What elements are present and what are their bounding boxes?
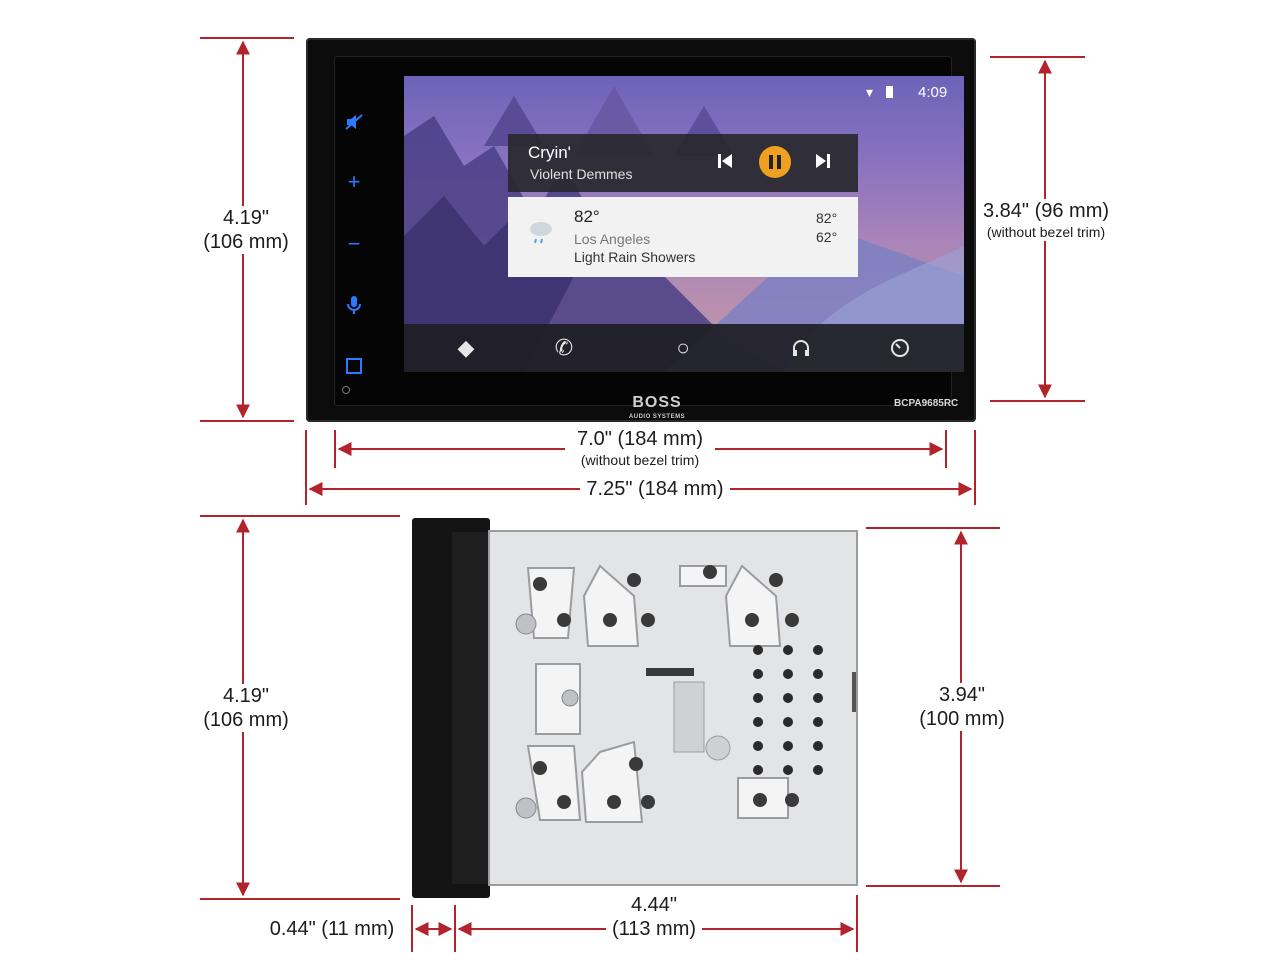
weather-card[interactable]: 82° Los Angeles Light Rain Showers 82° 6…: [508, 197, 858, 277]
brand-logo: BOSS AUDIO SYSTEMS: [612, 394, 702, 424]
mute-icon[interactable]: [342, 112, 366, 136]
screen-width-value: 7.0" (184 mm): [576, 428, 704, 450]
rain-cloud-icon: [526, 217, 556, 252]
side-chassis: [488, 530, 858, 886]
weather-temp: 82°: [574, 207, 600, 226]
home-circle-icon[interactable]: ○: [676, 335, 690, 360]
pause-icon: [769, 155, 773, 169]
track-title: Cryin': [528, 143, 571, 162]
wifi-icon: ▾: [866, 84, 874, 100]
brand-name: BOSS: [632, 394, 682, 411]
screen-height-note: (without bezel trim): [986, 224, 1106, 240]
faceplate-depth-value: 0.44" (11 mm): [269, 918, 395, 940]
chassis-depth-mm: (113 mm): [611, 918, 697, 940]
faceplate-edge: [452, 532, 488, 884]
front-height-mm: (106 mm): [203, 231, 289, 253]
voice-button-icon[interactable]: [342, 294, 366, 318]
pause-button[interactable]: [759, 146, 791, 178]
chassis-height-label: 3.94" (100 mm): [912, 683, 1012, 731]
headphones-icon[interactable]: [777, 324, 825, 372]
side-height-mm: (106 mm): [203, 709, 289, 731]
chassis-detail: [515, 564, 856, 823]
screen-height-value: 3.84" (96 mm): [982, 200, 1110, 222]
clock: 4:09: [918, 84, 948, 101]
front-height-label: 4.19" (106 mm): [196, 206, 296, 254]
chassis-height-mm: (100 mm): [919, 708, 1005, 730]
chassis-height-inches: 3.94": [938, 684, 986, 706]
battery-icon: [886, 86, 893, 98]
screen-height-label: 3.84" (96 mm) (without bezel trim): [976, 199, 1116, 241]
faceplate-depth-label: 0.44" (11 mm): [262, 917, 402, 941]
media-card[interactable]: Cryin' Violent Demmes: [508, 134, 858, 192]
navigation-icon[interactable]: ◆: [457, 335, 475, 360]
brand-subtitle: AUDIO SYSTEMS: [628, 414, 686, 420]
side-height-label: 4.19" (106 mm): [196, 684, 296, 732]
weather-condition: Light Rain Showers: [574, 249, 696, 265]
volume-down-icon[interactable]: −: [347, 231, 361, 256]
chassis-depth-inches: 4.44": [630, 894, 678, 916]
next-track-icon[interactable]: [814, 152, 832, 175]
track-artist: Violent Demmes: [530, 166, 633, 182]
screen-width-note: (without bezel trim): [580, 452, 700, 468]
exit-icon[interactable]: [876, 324, 924, 372]
home-square-icon[interactable]: [342, 356, 366, 380]
weather-city: Los Angeles: [574, 231, 651, 247]
overall-width-label: 7.25" (184 mm): [580, 477, 730, 501]
screen-width-label: 7.0" (184 mm) (without bezel trim): [565, 427, 715, 469]
weather-low: 62°: [816, 229, 838, 245]
phone-icon[interactable]: ✆: [554, 335, 574, 360]
side-height-inches: 4.19": [222, 685, 270, 707]
status-bar: ▾ 4:09: [714, 76, 964, 110]
mic-hole: [342, 386, 350, 394]
model-number: BCPA9685RC: [894, 398, 959, 409]
previous-track-icon[interactable]: [716, 152, 734, 175]
chassis-depth-label: 4.44" (113 mm): [606, 893, 702, 941]
head-unit-front: + − ▾ 4:09: [306, 38, 976, 422]
unit-bezel: + − ▾ 4:09: [334, 56, 964, 420]
pause-icon-bar: [777, 155, 781, 169]
nav-bar: ◆ ✆ ○: [404, 324, 964, 372]
side-faceplate: [412, 518, 490, 898]
display-screen[interactable]: ▾ 4:09 Cryin' Violent Demmes: [404, 76, 964, 372]
weather-high: 82°: [816, 210, 838, 226]
volume-up-icon[interactable]: +: [347, 169, 361, 194]
overall-width-value: 7.25" (184 mm): [586, 478, 724, 500]
front-height-inches: 4.19": [222, 207, 270, 229]
